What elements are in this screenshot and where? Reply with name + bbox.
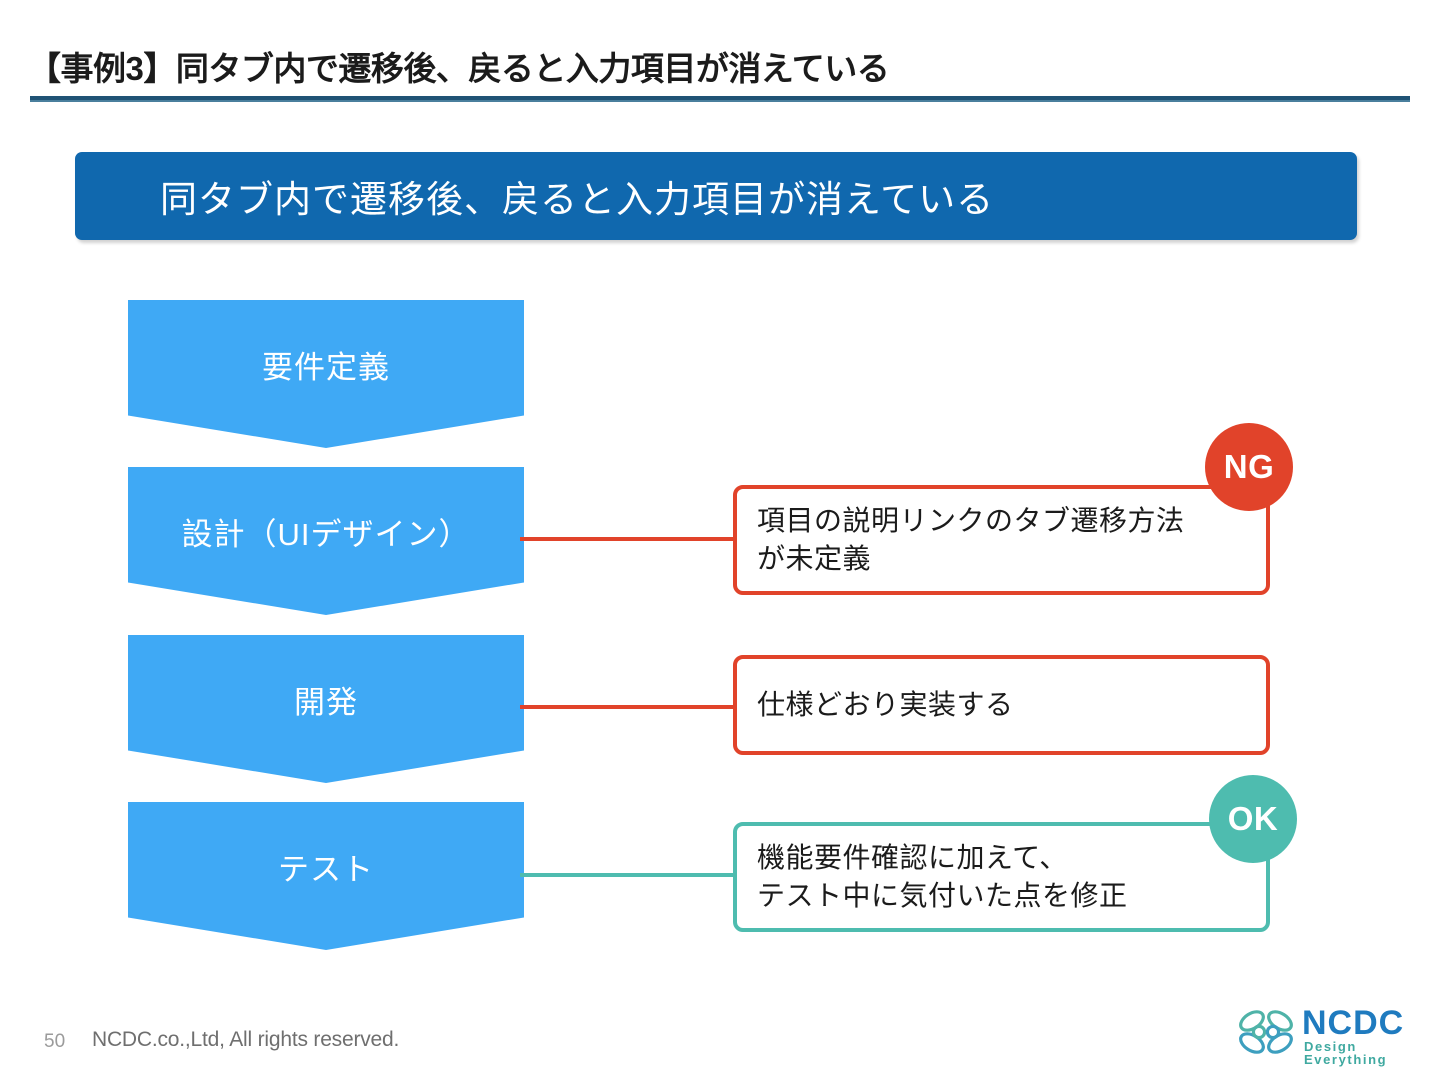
copyright-text: NCDC.co.,Ltd, All rights reserved.	[92, 1028, 400, 1051]
ncdc-logo-wordmark: NCDC	[1302, 1004, 1405, 1042]
phase-chevron-requirements: 要件定義	[128, 300, 524, 448]
title-underline-rule	[30, 96, 1410, 102]
phase-chevron-design: 設計（UIデザイン）	[128, 467, 524, 615]
phase-label: 要件定義	[262, 350, 390, 385]
page-title: 【事例3】同タブ内で遷移後、戻ると入力項目が消えている	[28, 50, 890, 87]
callout-box-test: 機能要件確認に加えて、 テスト中に気付いた点を修正	[733, 822, 1270, 932]
case-banner-label: 同タブ内で遷移後、戻ると入力項目が消えている	[160, 179, 995, 220]
callout-box-design: 項目の説明リンクのタブ遷移方法 が未定義	[733, 485, 1270, 595]
callout-text: 仕様どおり実装する	[757, 689, 1014, 721]
case-banner: 同タブ内で遷移後、戻ると入力項目が消えている	[75, 152, 1357, 240]
phase-chevron-test: テスト	[128, 802, 524, 950]
phase-label: 設計（UIデザイン）	[181, 517, 471, 552]
phase-label: 開発	[294, 685, 358, 720]
callout-text: 機能要件確認に加えて、 テスト中に気付いた点を修正	[757, 842, 1128, 911]
connector-line-design	[520, 537, 736, 541]
ncdc-flower-mark	[1239, 1010, 1293, 1054]
ncdc-logo-tagline: Design Everything	[1304, 1039, 1388, 1067]
connector-line-development	[520, 705, 736, 709]
callout-box-development: 仕様どおり実装する	[733, 655, 1270, 755]
status-badge-ok: OK	[1209, 775, 1297, 863]
status-badge-ng: NG	[1205, 423, 1293, 511]
phase-label: テスト	[278, 852, 374, 887]
callout-text: 項目の説明リンクのタブ遷移方法 が未定義	[757, 505, 1185, 574]
page-number: 50	[44, 1031, 66, 1052]
phase-chevron-development: 開発	[128, 635, 524, 783]
connector-line-test	[520, 873, 736, 877]
ncdc-logo: NCDC Design Everything	[1236, 1004, 1412, 1066]
